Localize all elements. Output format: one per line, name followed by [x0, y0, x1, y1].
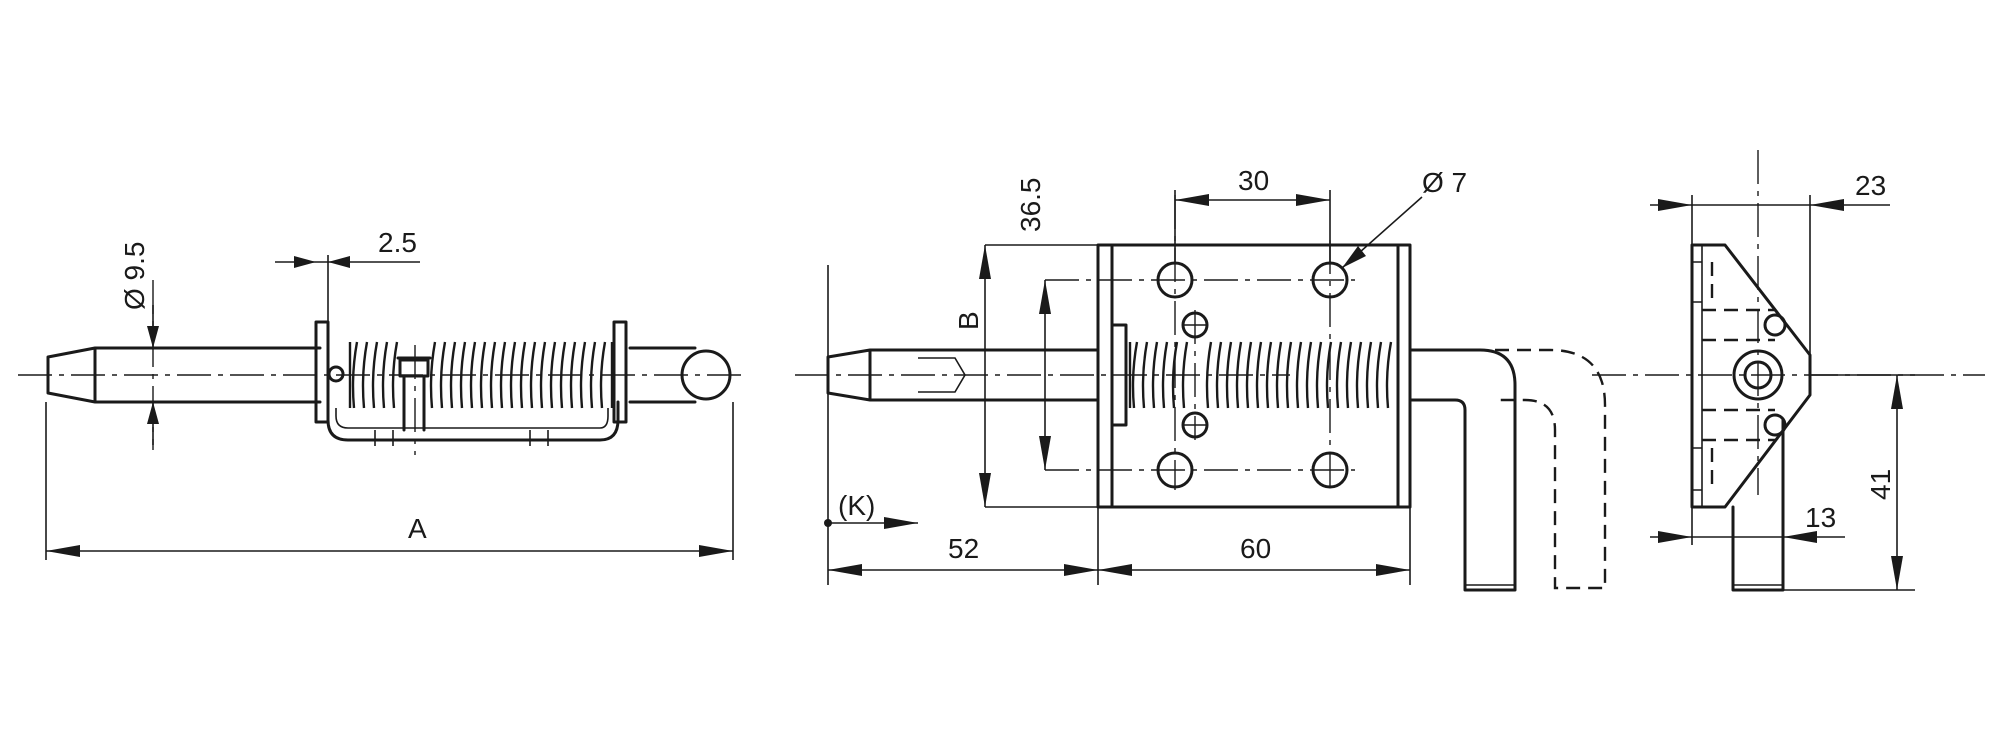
side-body-steps: [1692, 261, 1702, 491]
arrowhead: [1810, 199, 1844, 211]
arrowhead: [1296, 194, 1330, 206]
arrowhead: [1175, 194, 1209, 206]
arrowhead: [1039, 280, 1051, 314]
arrowhead: [1783, 531, 1817, 543]
front-view: Ø 9.5 2.5 A: [18, 227, 745, 560]
arrowhead: [147, 402, 159, 424]
pull-handle: [1408, 348, 1517, 592]
arrowhead: [46, 545, 80, 557]
bottom-offset-label: 13: [1805, 502, 1836, 533]
hole-diameter-label: Ø 7: [1422, 167, 1467, 198]
side-view: 23 13 41: [1592, 150, 1985, 592]
arrowhead: [1658, 531, 1692, 543]
overall-length-label: A: [408, 513, 427, 544]
mounting-plate: [1096, 243, 1412, 509]
right-bracket-plate: [612, 320, 628, 424]
arrowhead: [1342, 246, 1366, 268]
handle-phantom-position: [1495, 348, 1607, 590]
arrowhead: [979, 245, 991, 279]
arrowhead: [1098, 564, 1132, 576]
housing-inner-edge: [335, 408, 609, 429]
hole-height-label: 36.5: [1015, 178, 1046, 233]
top-offset-label: 23: [1855, 170, 1886, 201]
arrowhead: [294, 256, 316, 268]
pin-end-circle: [680, 349, 732, 401]
hole-spacing-label: 30: [1238, 165, 1269, 196]
top-view: 36.5 B 30 Ø 7 (K) 52 60: [795, 165, 1607, 592]
height-label: 41: [1865, 469, 1896, 500]
side-body-outline: [1690, 243, 1812, 509]
pin-outline: [46, 346, 322, 404]
pin-section-inner: [1743, 360, 1773, 390]
reference-label: (K): [838, 490, 875, 521]
pin-projection-label: 52: [948, 533, 979, 564]
arrowhead: [979, 473, 991, 507]
end-stop: [1110, 323, 1128, 427]
arrowhead: [328, 256, 350, 268]
cross-pin-hole: [327, 365, 345, 383]
arrowhead: [1376, 564, 1410, 576]
arrowhead: [699, 545, 733, 557]
pin-diameter-label: Ø 9.5: [119, 242, 150, 310]
bolt-profile: [1763, 313, 1787, 337]
latch-bolt-head: [398, 358, 430, 378]
left-bracket-plate: [314, 320, 330, 424]
plate-height-label: B: [953, 311, 984, 330]
pin-section-outer: [1732, 349, 1784, 401]
arrowhead: [1891, 375, 1903, 409]
spring-coils: [1128, 341, 1393, 409]
side-handle-leg: [1731, 418, 1785, 592]
arrowhead: [147, 326, 159, 348]
pin-hidden-detail: [918, 357, 966, 393]
arrowhead: [884, 517, 918, 529]
spring-coils: [348, 341, 614, 409]
spring-housing: [326, 400, 620, 442]
arrowhead: [1658, 199, 1692, 211]
gap-label: 2.5: [378, 227, 417, 258]
arrowhead: [1039, 436, 1051, 470]
plate-width-label: 60: [1240, 533, 1271, 564]
arrowhead: [828, 564, 862, 576]
bolt-profile: [1763, 413, 1787, 437]
arrowhead: [1891, 556, 1903, 590]
arrowhead: [1064, 564, 1098, 576]
